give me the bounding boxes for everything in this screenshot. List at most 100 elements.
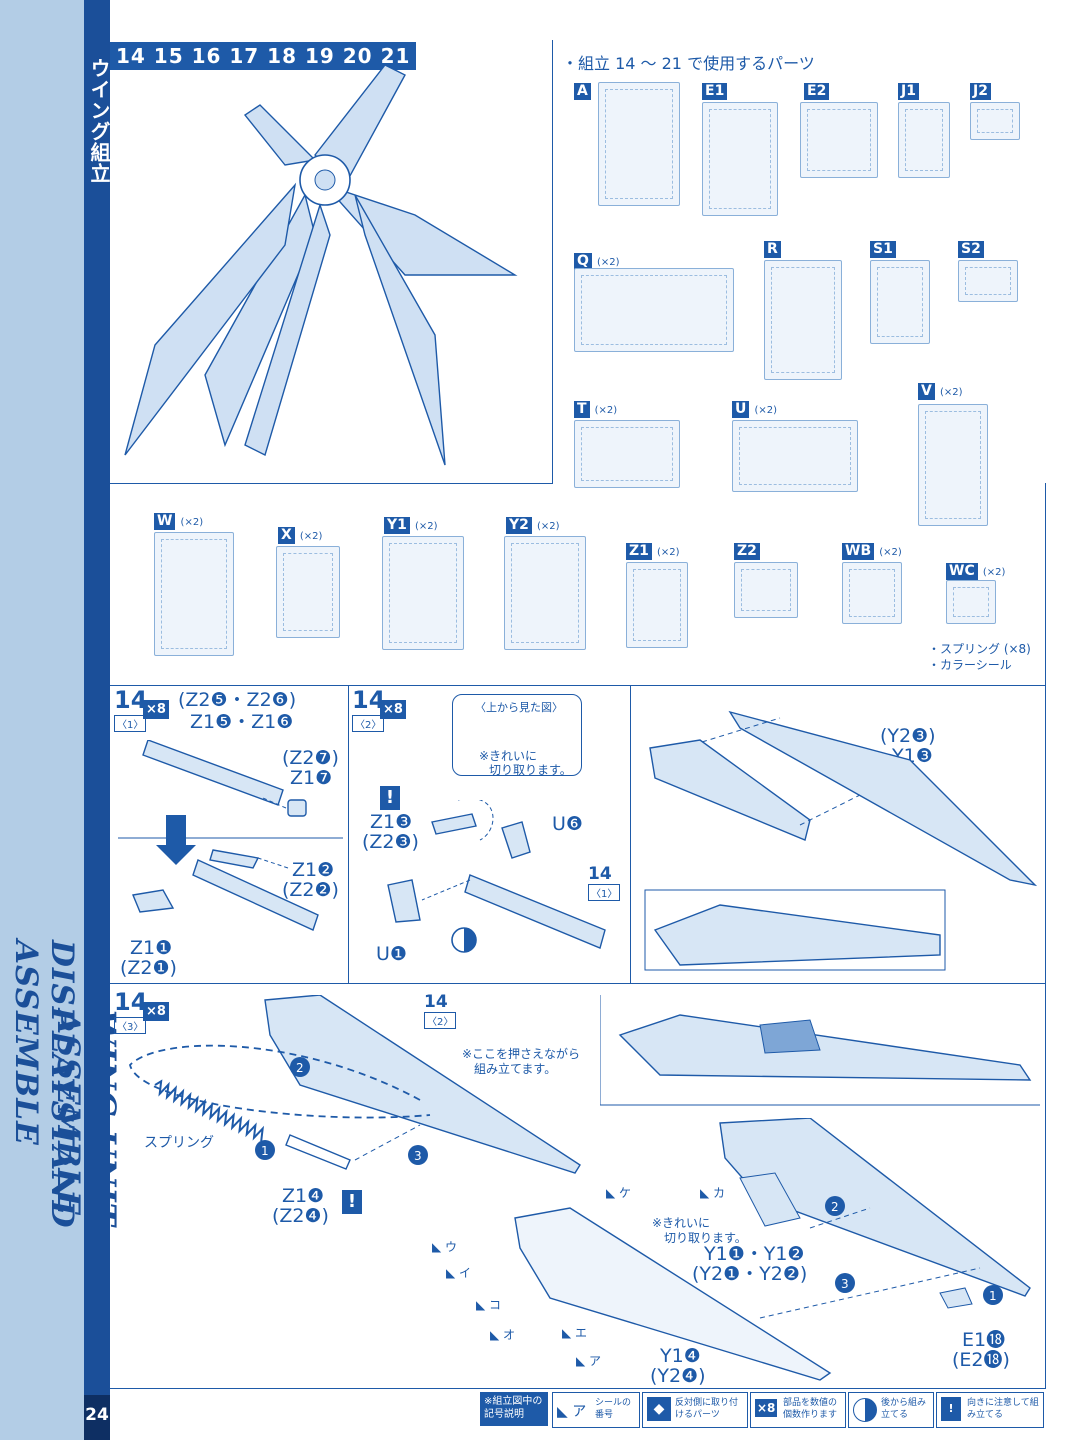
part-A: A: [574, 80, 591, 100]
runner-U: [732, 420, 858, 492]
runner-WC: [946, 580, 996, 624]
s1-l3: (Z2❼): [282, 747, 339, 769]
part-label: Y1: [384, 517, 410, 534]
top-view-label: 〈上から見た図〉: [475, 701, 563, 714]
part-count: (×2): [754, 405, 778, 416]
step14-2-illustration: [387, 800, 606, 953]
wing-overview-illustration: [124, 64, 518, 466]
legend-reverse: ◆ 反対側に取り付けるパーツ: [642, 1392, 748, 1428]
seal-marker: ◣ エ: [562, 1326, 588, 1340]
side-title-subtitle: DISPLAYSTAND ASSEMBLE: [8, 940, 80, 1229]
legend-intro-text: ※組立図中の記号説明: [484, 1396, 543, 1420]
s1-l2: Z1❺・Z1❻: [190, 711, 294, 733]
step14-3-mult: ×8: [143, 1002, 169, 1021]
runner-J2: [970, 102, 1020, 140]
runner-J1: [898, 102, 950, 178]
part-U: U (×2): [732, 398, 777, 418]
step14-2-number: 14: [352, 686, 386, 714]
press-note-2: 組み立てます。: [474, 1062, 557, 1076]
part-count: (×2): [299, 531, 323, 542]
part-count: (×2): [939, 387, 963, 398]
s3-l7: E1⓲: [962, 1329, 1006, 1351]
step14-2-mult: ×8: [380, 700, 406, 719]
clean-note-1: ※きれいに: [479, 749, 538, 763]
part-Y1: Y1 (×2): [384, 514, 438, 534]
s2-ref: 14: [588, 864, 612, 884]
part-J1: J1: [898, 80, 919, 100]
seal-label: ア: [589, 1354, 602, 1368]
legend-back-text: 後から組み立てる: [881, 1398, 927, 1420]
legend-caution-text: 向きに注意して組み立てる: [967, 1398, 1039, 1420]
part-W: W (×2): [154, 510, 203, 530]
part-label: S2: [958, 241, 984, 258]
part-count: (×2): [536, 521, 560, 532]
part-T: T (×2): [574, 398, 617, 418]
svg-text:3: 3: [414, 1149, 422, 1163]
s1-l4: Z1❼: [290, 767, 333, 789]
seal-legend-icon: ◣ ア: [557, 1404, 587, 1420]
step14-1-mult: ×8: [143, 700, 169, 719]
seal-label: コ: [489, 1298, 502, 1312]
runner-Z1: [626, 562, 688, 648]
seal-marker: ◣ ウ: [432, 1240, 458, 1254]
clean-note-2: 切り取ります。: [489, 763, 572, 777]
seal-marker: ◣ コ: [476, 1298, 502, 1312]
part-Z2: Z2: [734, 540, 760, 560]
runner-S2: [958, 260, 1018, 302]
side-strip: ウイング組立: [84, 0, 111, 1440]
step14-3-left-illustration: 2 1 3: [129, 995, 581, 1174]
s3-l5: Y1❹: [660, 1345, 701, 1367]
part-label: U: [732, 401, 750, 418]
s3-l3: Y1❶・Y1❷: [704, 1243, 805, 1265]
legend-back: 後から組み立てる: [848, 1392, 934, 1428]
part-label: J1: [898, 83, 919, 100]
seal-label: エ: [575, 1326, 588, 1340]
s1-l5: Z1❷: [292, 859, 335, 881]
runner-V: [918, 404, 988, 526]
seal-marker: ◣ イ: [446, 1266, 472, 1280]
part-label: WC: [946, 563, 978, 580]
part-count: (×2): [180, 517, 204, 528]
s1-l1: (Z2❺・Z2❻): [178, 689, 297, 711]
s2-ref-sub: 〈1〉: [588, 884, 621, 901]
jp-section-title: ウイング組立: [87, 58, 111, 184]
s2-l4: U❶: [376, 943, 407, 965]
part-S1: S1: [870, 238, 896, 258]
seal-label: ケ: [619, 1186, 632, 1200]
seal-label: カ: [713, 1186, 726, 1200]
runner-T: [574, 420, 680, 488]
s2-l1: Z1❸: [370, 811, 413, 833]
step14-1-illustration: [118, 740, 343, 931]
runner-WB: [842, 562, 902, 624]
runner-Q: [574, 268, 734, 352]
s3-ref-sub: 〈2〉: [424, 1012, 457, 1029]
seal-marker: ◣ カ: [700, 1186, 726, 1200]
seal-label: ウ: [445, 1240, 458, 1254]
legend-mult-text: 部品を数値の個数作ります: [783, 1398, 838, 1420]
runner-X: [276, 546, 340, 638]
step14-3-result-illustration: [600, 995, 1040, 1106]
press-note-1: ※ここを押さえながら: [462, 1047, 581, 1061]
part-count: (×2): [879, 547, 902, 558]
legend-seal-text: シールの番号: [595, 1398, 632, 1420]
s3-l6: (Y2❹): [650, 1365, 706, 1387]
s1-l8: (Z2❶): [120, 957, 177, 979]
part-label: E2: [804, 83, 830, 100]
s3-l8: (E2⓲): [952, 1349, 1010, 1371]
runner-E2: [800, 102, 878, 178]
seal-label: オ: [503, 1328, 516, 1342]
runner-Y2: [504, 536, 586, 650]
part-E2: E2: [804, 80, 830, 100]
step14-3-number: 14: [114, 988, 148, 1016]
runner-W: [154, 532, 234, 656]
svg-text:3: 3: [841, 1277, 849, 1291]
runner-S1: [870, 260, 930, 344]
part-count: (×2): [657, 547, 680, 558]
extra-color-seal: ・カラーシール: [928, 658, 1012, 672]
step14-3-frame: [110, 983, 1046, 1389]
page-number: 24: [85, 1405, 109, 1425]
s3-l1: Z1❹: [282, 1185, 325, 1207]
part-count: (×2): [594, 405, 618, 416]
part-V: V (×2): [918, 380, 962, 400]
legend-reverse-text: 反対側に取り付けるパーツ: [675, 1398, 739, 1420]
